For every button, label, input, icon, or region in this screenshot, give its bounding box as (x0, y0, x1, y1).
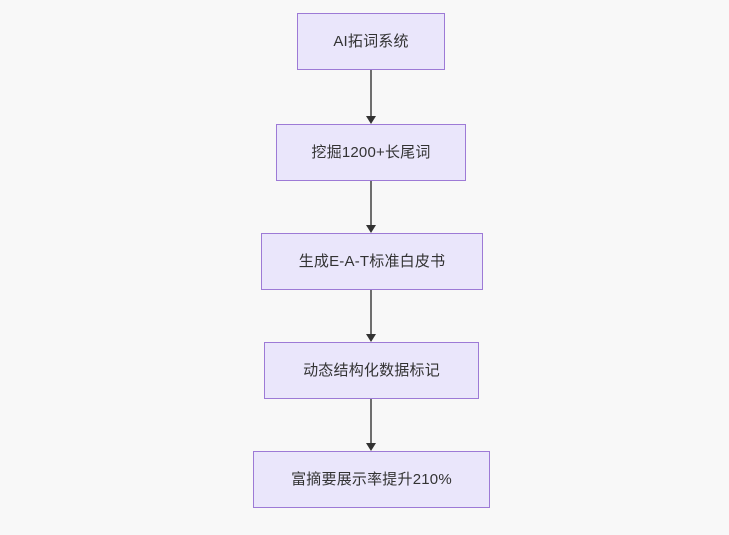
flow-node-label: AI拓词系统 (333, 33, 409, 50)
connector-node3-node4 (366, 290, 376, 342)
connector-line (370, 399, 372, 444)
connector-line (370, 70, 372, 117)
connector-line (370, 290, 372, 335)
flow-node-label: 动态结构化数据标记 (303, 362, 440, 379)
connector-node4-node5 (366, 399, 376, 451)
arrow-down-icon (366, 225, 376, 233)
flow-node-rich-snippet-rate-increase[interactable]: 富摘要展示率提升210% (253, 451, 490, 508)
arrow-down-icon (366, 334, 376, 342)
connector-node2-node3 (366, 181, 376, 233)
flow-node-ai-keyword-system[interactable]: AI拓词系统 (297, 13, 445, 70)
flow-node-dynamic-structured-data-markup[interactable]: 动态结构化数据标记 (264, 342, 479, 399)
flow-node-label: 生成E-A-T标准白皮书 (298, 253, 446, 270)
arrow-down-icon (366, 116, 376, 124)
flow-node-label: 富摘要展示率提升210% (291, 471, 452, 488)
connector-line (370, 181, 372, 226)
connector-node1-node2 (366, 70, 376, 124)
flow-node-mine-longtail-keywords[interactable]: 挖掘1200+长尾词 (276, 124, 466, 181)
flow-node-label: 挖掘1200+长尾词 (311, 144, 431, 161)
arrow-down-icon (366, 443, 376, 451)
flow-node-generate-eat-whitepaper[interactable]: 生成E-A-T标准白皮书 (261, 233, 483, 290)
